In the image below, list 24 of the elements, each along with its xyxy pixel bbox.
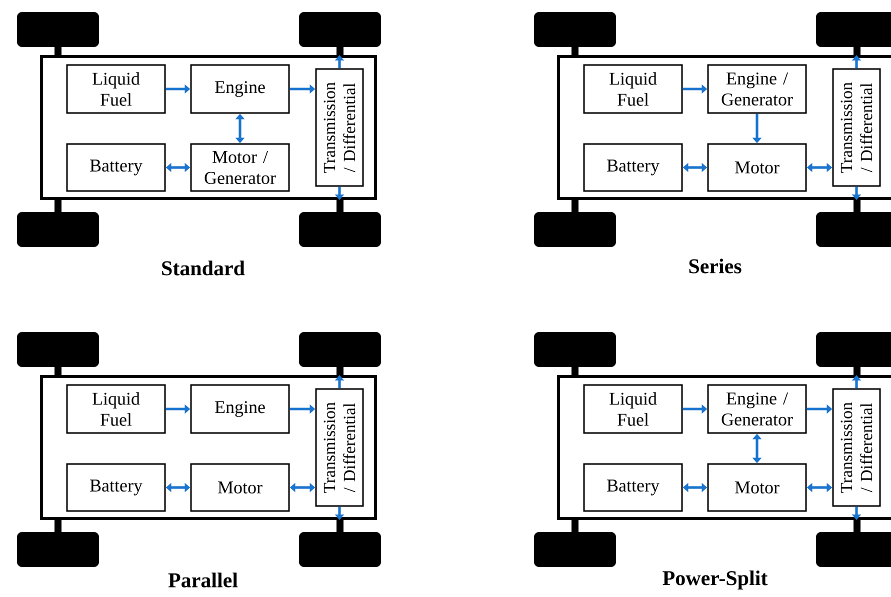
transmission-box: Transmission / Differential bbox=[315, 68, 364, 187]
component-box: Liquid Fuel bbox=[66, 64, 166, 114]
component-box: Motor bbox=[707, 463, 807, 512]
component-box: Engine / Generator bbox=[707, 384, 807, 434]
component-box: Battery bbox=[583, 463, 683, 512]
transmission-box: Transmission / Differential bbox=[315, 388, 364, 507]
component-box: Liquid Fuel bbox=[583, 384, 683, 434]
component-box: Motor bbox=[707, 143, 807, 192]
component-box: Liquid Fuel bbox=[583, 64, 683, 114]
component-box: Battery bbox=[583, 143, 683, 192]
panel-title: Parallel bbox=[168, 572, 238, 588]
component-box: Battery bbox=[66, 143, 166, 192]
panel-title: Standard bbox=[162, 260, 245, 276]
component-box: Motor bbox=[190, 463, 290, 512]
transmission-box: Transmission / Differential bbox=[832, 68, 881, 187]
panel-title: Power-Split bbox=[662, 570, 768, 590]
panel-title: Series bbox=[689, 258, 742, 274]
component-box: Engine / Generator bbox=[707, 64, 807, 114]
component-box: Battery bbox=[66, 463, 166, 512]
component-box: Motor / Generator bbox=[190, 143, 290, 192]
component-box: Engine bbox=[190, 64, 290, 114]
transmission-box: Transmission / Differential bbox=[832, 388, 881, 507]
component-box: Engine bbox=[190, 384, 290, 434]
component-box: Liquid Fuel bbox=[66, 384, 166, 434]
